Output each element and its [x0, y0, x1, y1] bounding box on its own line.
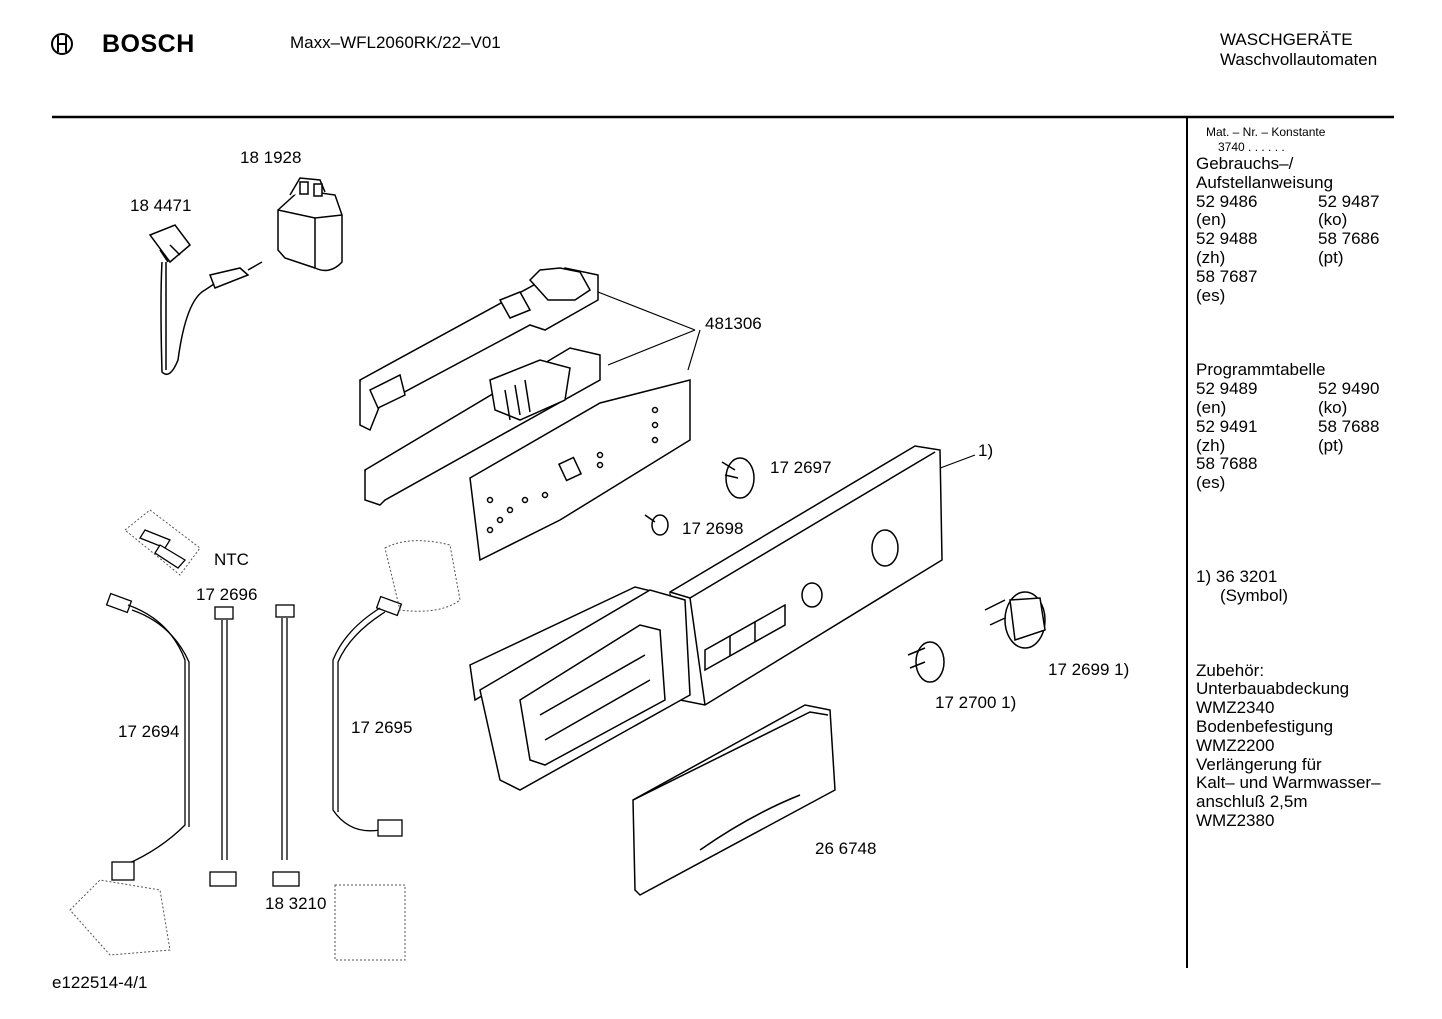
part-label-184471: 18 4471 [130, 196, 192, 215]
manual-cell: 58 7687 [1196, 266, 1258, 286]
circuit-board-part [469, 379, 691, 562]
leader-lines [597, 291, 976, 471]
part-label-181928: 18 1928 [240, 148, 302, 167]
manual-cell: 52 9488 [1196, 229, 1258, 249]
program-cell: 52 9491 [1196, 416, 1258, 436]
control-frame-lower-part [364, 347, 601, 506]
model-number: Maxx–WFL2060RK/22–V01 [290, 33, 501, 52]
bosch-logo-icon [51, 33, 73, 55]
ntc-sensor-part [139, 529, 187, 569]
control-frame-upper-part [359, 267, 599, 432]
mat-nr-label: Mat. – Nr. – Konstante [1206, 125, 1326, 139]
power-cord-part [148, 224, 263, 375]
accessory-line: Kalt– und Warmwasser– [1196, 773, 1381, 793]
program-cell: 58 7688 [1196, 454, 1258, 474]
program-cell: 58 7688 [1318, 416, 1380, 436]
part-label-172697: 17 2697 [770, 458, 832, 477]
manual-title-line-1: Gebrauchs–/ [1196, 154, 1294, 173]
control-panel-fascia-part [669, 445, 943, 706]
parts-sidebar: Mat. – Nr. – Konstante 3740 . . . . . . … [1196, 125, 1436, 831]
accessory-line: Bodenbefestigung [1196, 716, 1334, 736]
part-label-172696: 17 2696 [196, 585, 258, 604]
part-label-481306: 481306 [705, 314, 762, 333]
part-label-172695: 17 2695 [351, 718, 413, 737]
manual-cell: (es) [1196, 285, 1226, 305]
part-label-footnote-1: 1) [978, 441, 994, 460]
program-table-title: Programmtabelle [1196, 360, 1326, 380]
mat-nr-value: 3740 . . . . . . [1218, 140, 1285, 154]
manual-cell: (en) [1196, 210, 1227, 230]
program-cell: (ko) [1318, 397, 1348, 417]
program-cell: (pt) [1318, 435, 1344, 455]
drawing-id: e122514-4/1 [52, 973, 148, 992]
manual-cell: 52 9487 [1318, 191, 1380, 211]
part-label-172698: 17 2698 [682, 519, 744, 538]
accessory-line: Verlängerung für [1196, 754, 1322, 774]
footnote-part-number: 1) 36 3201 [1196, 566, 1278, 586]
brand-name: BOSCH [102, 30, 195, 58]
program-cell: 52 9490 [1318, 379, 1380, 399]
manual-cell: 52 9486 [1196, 191, 1258, 211]
manual-title-line-2: Aufstellanweisung [1196, 172, 1334, 192]
footnote-description: (Symbol) [1220, 585, 1289, 605]
manual-list: 52 9486 52 9487 (en) (ko) 52 9488 58 7686 (… [1196, 191, 1436, 306]
manual-cell: 58 7686 [1318, 229, 1380, 249]
program-cell: (zh) [1196, 435, 1226, 455]
drawer-front-part [632, 704, 836, 896]
category-subtitle: Waschvollautomaten [1220, 50, 1378, 69]
part-label-ntc: NTC [214, 550, 249, 569]
accessory-line: anschluß 2,5m [1196, 792, 1308, 812]
accessory-line: WMZ2200 [1196, 735, 1275, 755]
programme-knob-part [907, 591, 1046, 683]
accessory-line: WMZ2380 [1196, 810, 1275, 830]
part-label-172700: 17 2700 1) [935, 693, 1017, 712]
program-cell: 52 9489 [1196, 379, 1258, 399]
manual-cell: (zh) [1196, 247, 1226, 267]
accessories-title: Zubehör: [1196, 660, 1265, 680]
filter-box-part [277, 177, 343, 272]
wire-harness-part [105, 592, 403, 887]
manual-cell: (pt) [1318, 247, 1344, 267]
drawer-frame-part [469, 586, 691, 791]
accessory-line: WMZ2340 [1196, 698, 1275, 718]
part-label-172699: 17 2699 1) [1048, 660, 1130, 679]
accessory-line: Unterbauabdeckung [1196, 679, 1350, 699]
part-label-183210: 18 3210 [265, 894, 327, 913]
part-label-266748: 26 6748 [815, 839, 877, 858]
part-label-172694: 17 2694 [118, 722, 180, 741]
program-cell: (es) [1196, 473, 1226, 493]
category-title: WASCHGERÄTE [1220, 30, 1353, 49]
knob-shaft-part [644, 457, 755, 536]
context-parts-dotted [69, 509, 461, 961]
program-cell: (en) [1196, 397, 1227, 417]
manual-cell: (ko) [1318, 210, 1348, 230]
program-list: 52 9489 52 9490 (en) (ko) 52 9491 58 7688 (… [1196, 379, 1436, 493]
